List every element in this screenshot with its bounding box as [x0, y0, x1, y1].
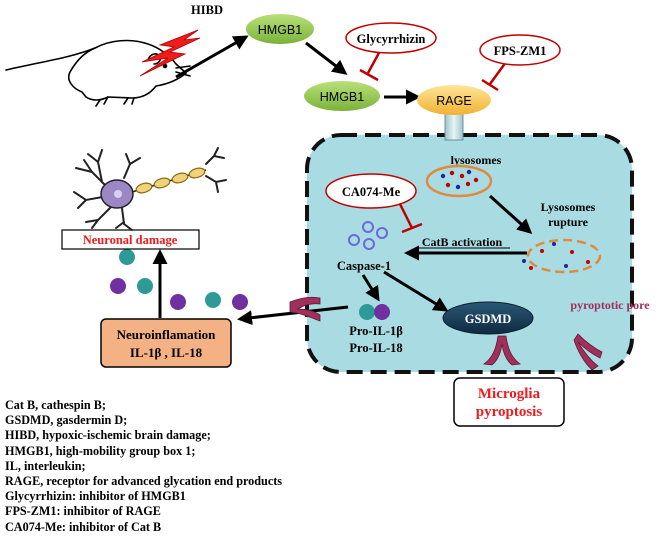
legend-item: HIBD, hypoxic-ischemic brain damage; — [5, 428, 211, 443]
microglia-label-1: Microglia — [478, 386, 541, 402]
arrow-caspase-to-pro-il — [361, 274, 380, 302]
legend-item: Glycyrrhizin: inhibitor of HMGB1 — [5, 489, 186, 504]
lightning-icon — [139, 29, 201, 77]
legend: Cat B, cathespin B; GSDMD, gasdermin D; … — [5, 398, 405, 535]
lysosome-granules — [440, 169, 479, 190]
rage-receptor-stem — [444, 111, 464, 141]
legend-item: HMGB1, high-mobility group box 1; — [5, 443, 196, 458]
legend-item: RAGE, receptor for advanced glycation en… — [5, 474, 283, 489]
ruptured-granules — [522, 242, 590, 270]
hmgb1-top-node — [246, 14, 314, 44]
fps-zm1-node — [479, 34, 561, 66]
fps-zm1-label: FPS-ZM1 — [494, 44, 547, 58]
neuron-icon — [73, 147, 227, 231]
mouse-icon — [5, 39, 191, 107]
pro-il1b-label: Pro-IL-1β — [349, 324, 403, 338]
hmgb1-top-label: HMGB1 — [258, 23, 303, 37]
arrow-to-lysosome-rupture — [488, 194, 533, 235]
lysosomes-rupture-label-1: Lysosomes — [541, 200, 596, 214]
rage-node — [417, 85, 491, 115]
legend-item: IL, interleukin; — [5, 458, 86, 473]
arrow-hibd-to-hmgb1 — [175, 35, 249, 79]
lysosomes-label: lysosomes — [451, 153, 502, 167]
gsdmd-node — [442, 301, 534, 335]
lysosome-intact — [425, 164, 493, 198]
legend-item: Cat B, cathespin B; — [5, 398, 106, 412]
glycyrrhizin-label: Glycyrrhizin — [357, 32, 426, 46]
microglia-label-2: pyroptosis — [476, 404, 543, 420]
neuroinflammation-box — [100, 318, 232, 368]
catb-rings — [348, 221, 388, 250]
microglia-pyroptosis-box — [453, 377, 565, 427]
lysosome-ruptured — [526, 238, 602, 274]
legend-item: CA074-Me: inhibitor of Cat B — [5, 519, 162, 534]
catb-activation-label: CatB activation — [422, 235, 503, 249]
hibd-label: HIBD — [191, 3, 223, 17]
pro-il-dot-purple — [374, 304, 390, 320]
cytokine-dots — [110, 249, 248, 310]
legend-item: FPS-ZM1: inhibitor of RAGE — [5, 504, 161, 519]
legend-item: GSDMD, gasdermin D; — [5, 413, 128, 428]
pro-il18-label: Pro-IL-18 — [349, 341, 402, 355]
glycyrrhizin-node — [345, 22, 437, 54]
gsdmd-label: GSDMD — [465, 312, 512, 326]
ca074-me-label: CA074-Me — [342, 185, 401, 199]
arrow-hmgb1-to-hmgb1 — [305, 41, 348, 75]
caspase1-label: Caspase-1 — [337, 259, 391, 273]
hmgb1-mid-node — [304, 81, 380, 111]
rage-label: RAGE — [436, 94, 471, 108]
neuronal-damage-label: Neuronal damage — [83, 233, 178, 247]
arrow-caspase-to-gsdmd — [383, 270, 449, 312]
lysosomes-rupture-label-2: rupture — [548, 215, 588, 229]
neuroinflammation-label-2: IL-1β , IL-18 — [130, 345, 203, 360]
pyroptotic-pore-icons — [289, 296, 603, 371]
pro-il-dot-teal — [359, 304, 375, 320]
ca074-me-node — [325, 173, 417, 209]
neuroinflammation-label-1: Neuroinflamation — [117, 327, 216, 342]
pyroptotic-pore-label: pyroptotic pore — [570, 298, 650, 312]
hmgb1-mid-label: HMGB1 — [320, 90, 365, 104]
